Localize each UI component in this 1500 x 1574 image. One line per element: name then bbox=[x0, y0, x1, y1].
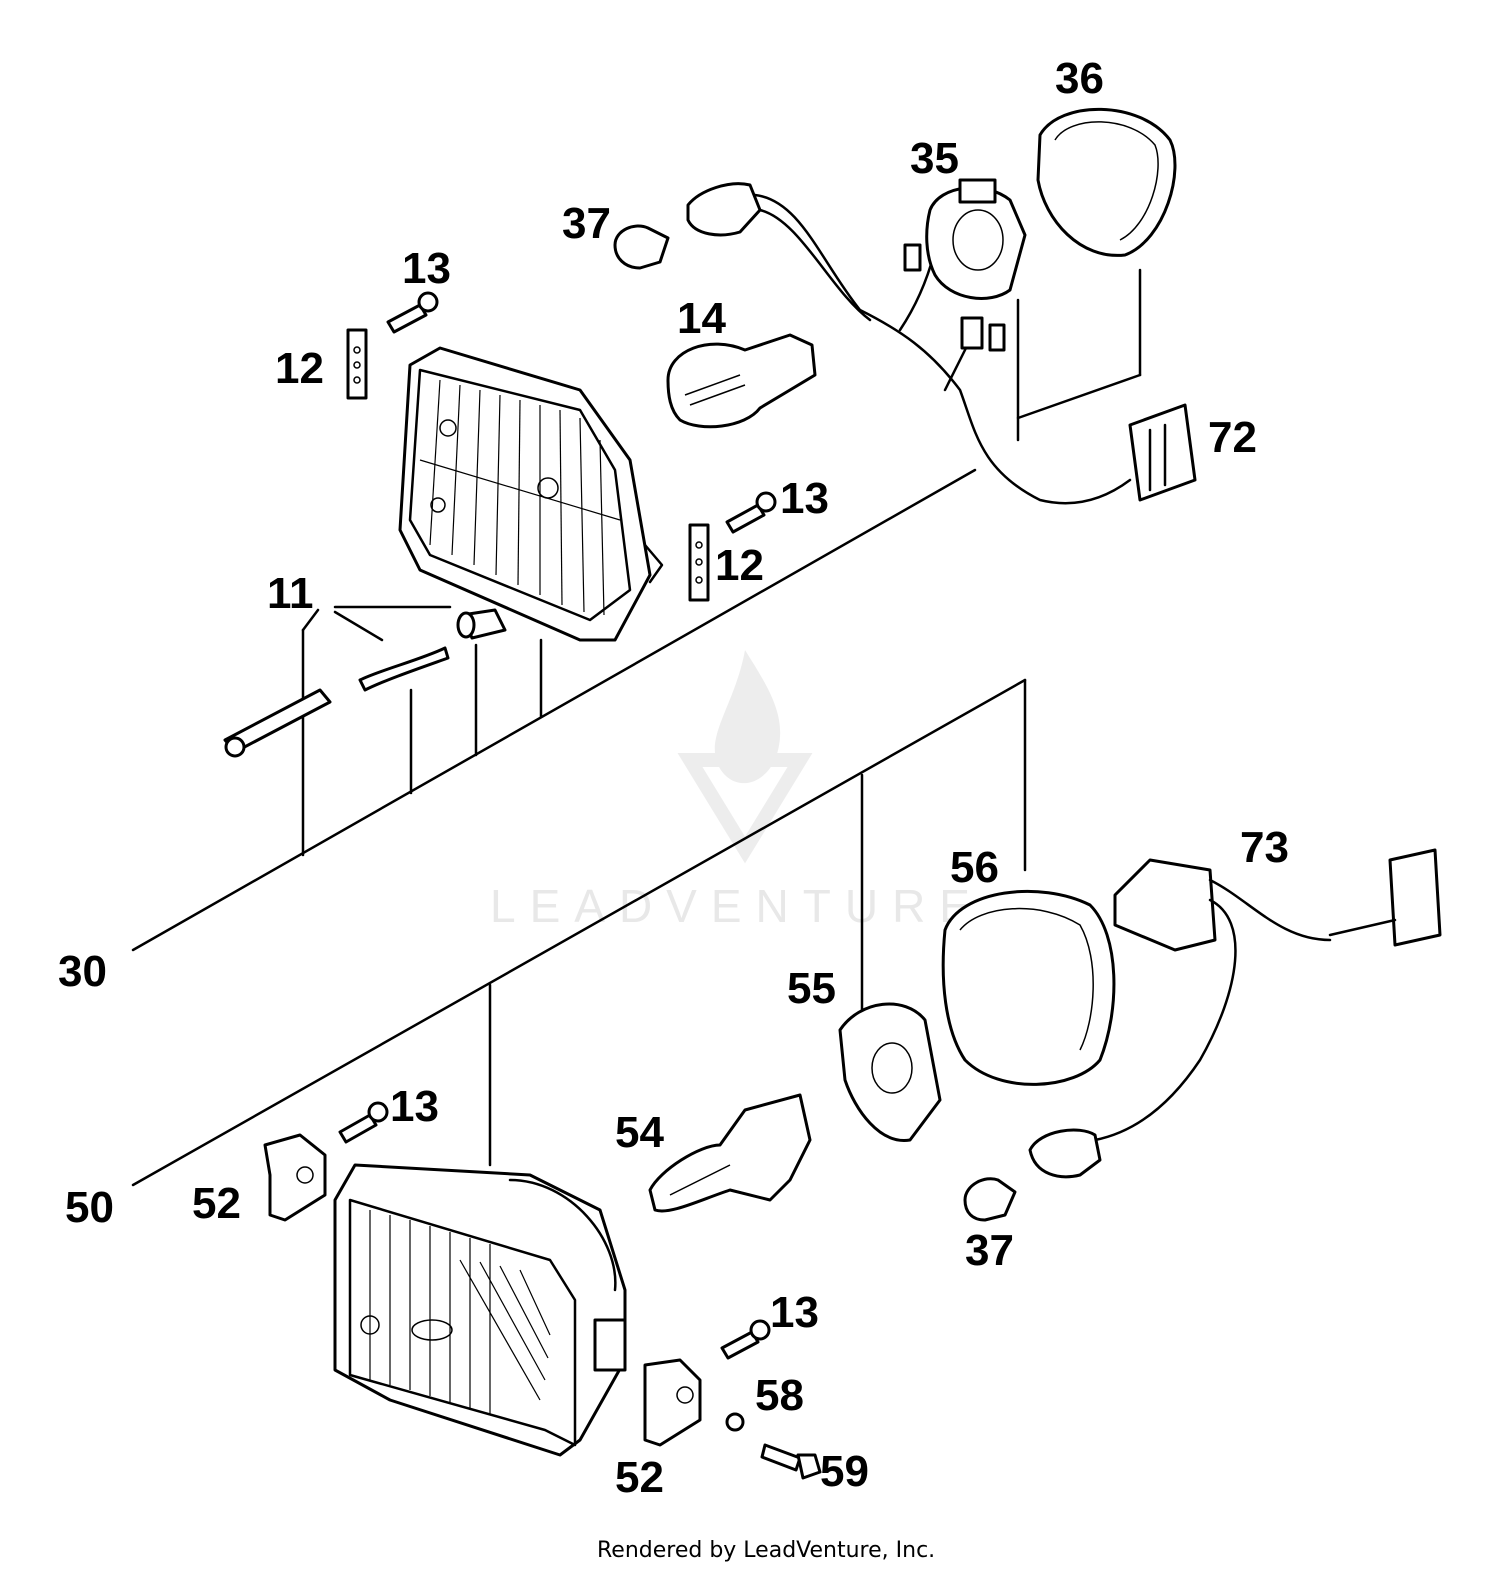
watermark: LEADVENTURE bbox=[490, 650, 984, 932]
callout-73: 73 bbox=[1240, 823, 1289, 872]
callout-37-top: 37 bbox=[562, 199, 611, 248]
callout-36: 36 bbox=[1055, 54, 1104, 103]
callout-35: 35 bbox=[910, 134, 959, 183]
callout-11: 11 bbox=[267, 569, 314, 618]
callout-54: 54 bbox=[615, 1108, 664, 1157]
part-52-left-bracket bbox=[263, 1133, 327, 1222]
callout-13-bottom: 13 bbox=[770, 1288, 819, 1337]
part-73-wiring-harness bbox=[1028, 848, 1442, 1179]
part-72-wiring-harness bbox=[686, 182, 1197, 505]
callout-56: 56 bbox=[950, 843, 999, 892]
callout-14: 14 bbox=[677, 294, 726, 343]
part-13-bottom-screw bbox=[720, 1319, 771, 1360]
callout-labels: 36 35 37 13 14 12 72 13 12 11 30 56 73 5… bbox=[58, 54, 1289, 1502]
lower-headlight-unit bbox=[333, 1163, 627, 1457]
part-52-bottom-bracket bbox=[643, 1358, 702, 1447]
part-11-hardware bbox=[223, 608, 507, 758]
assembly-line-30 bbox=[131, 268, 1142, 952]
callout-52-bottom: 52 bbox=[615, 1453, 664, 1502]
part-14-bulb bbox=[666, 333, 817, 429]
callout-13-mid: 13 bbox=[780, 474, 829, 523]
callout-13-low: 13 bbox=[390, 1082, 439, 1131]
callout-58: 58 bbox=[755, 1371, 804, 1420]
watermark-text: LEADVENTURE bbox=[490, 880, 984, 932]
part-13-top-screw bbox=[386, 291, 439, 334]
part-37-top-bulb bbox=[613, 224, 670, 270]
part-35-holder bbox=[903, 178, 1027, 300]
part-59-bolt bbox=[760, 1443, 822, 1480]
part-54-bulb bbox=[648, 1093, 812, 1213]
callout-72: 72 bbox=[1208, 413, 1257, 462]
callout-59: 59 bbox=[820, 1447, 869, 1496]
callout-37-low: 37 bbox=[965, 1226, 1014, 1275]
callout-50: 50 bbox=[65, 1183, 114, 1232]
callout-55: 55 bbox=[787, 964, 836, 1013]
part-55-holder bbox=[838, 1002, 942, 1142]
part-58-washer bbox=[725, 1412, 745, 1432]
part-13-low-screw bbox=[338, 1101, 389, 1144]
part-36-ring bbox=[1036, 107, 1177, 257]
part-56-bowl bbox=[941, 889, 1116, 1086]
callout-52-left: 52 bbox=[192, 1179, 241, 1228]
part-13-mid-screw bbox=[725, 491, 777, 534]
upper-headlight-unit bbox=[398, 346, 664, 642]
footer-credit: Rendered by LeadVenture, Inc. bbox=[597, 1538, 935, 1563]
callout-12-left: 12 bbox=[275, 344, 324, 393]
assembly-line-50 bbox=[131, 678, 1027, 1187]
callout-13-top: 13 bbox=[402, 244, 451, 293]
part-37-low-bulb bbox=[963, 1177, 1017, 1222]
callout-30: 30 bbox=[58, 947, 107, 996]
callout-12-mid: 12 bbox=[715, 541, 764, 590]
part-12-left-clip bbox=[346, 328, 368, 400]
part-12-mid-clip bbox=[688, 523, 710, 602]
